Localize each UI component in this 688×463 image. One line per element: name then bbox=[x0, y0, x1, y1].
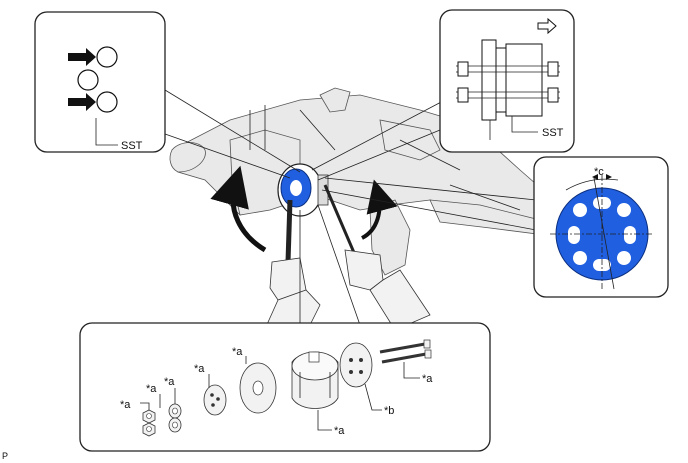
label-a-large-washer: *a bbox=[232, 346, 243, 358]
washers bbox=[168, 403, 182, 433]
rotation-arrow-icon bbox=[210, 165, 267, 253]
label-a-nut-2: *a bbox=[146, 383, 157, 395]
label-c: *c bbox=[594, 166, 604, 178]
label-sst-left: SST bbox=[121, 140, 143, 152]
black-arrow-icon bbox=[68, 48, 96, 66]
sst-tool-on-hub bbox=[277, 163, 357, 263]
label-a-nut: *a bbox=[120, 399, 131, 411]
leader-lines bbox=[147, 89, 537, 326]
collar bbox=[291, 351, 339, 409]
callout-blue-disc: *c bbox=[533, 156, 669, 298]
callout-sst-bolts: SST bbox=[439, 9, 575, 153]
rotation-arrow-icon bbox=[360, 179, 398, 240]
small-plate bbox=[203, 384, 227, 416]
callout-sst-holes: SST bbox=[34, 11, 166, 153]
label-a-washer: *a bbox=[164, 376, 175, 388]
callout-exploded-parts: *a *a *a *a *a *a *b *a bbox=[79, 322, 491, 452]
label-sst-right: SST bbox=[542, 127, 564, 139]
label-a-bolts: *a bbox=[422, 373, 433, 385]
label-a-small-plate: *a bbox=[194, 363, 205, 375]
black-arrow-icon bbox=[68, 93, 96, 111]
label-b-plate: *b bbox=[384, 405, 394, 417]
outline-arrow-icon bbox=[537, 17, 557, 35]
corner-mark: P bbox=[2, 451, 8, 461]
large-washer bbox=[239, 362, 277, 414]
rear-subframe bbox=[169, 87, 581, 276]
hole-plate bbox=[339, 342, 373, 388]
nuts bbox=[142, 409, 156, 437]
bolts bbox=[379, 339, 432, 364]
label-a-collar: *a bbox=[334, 425, 345, 437]
